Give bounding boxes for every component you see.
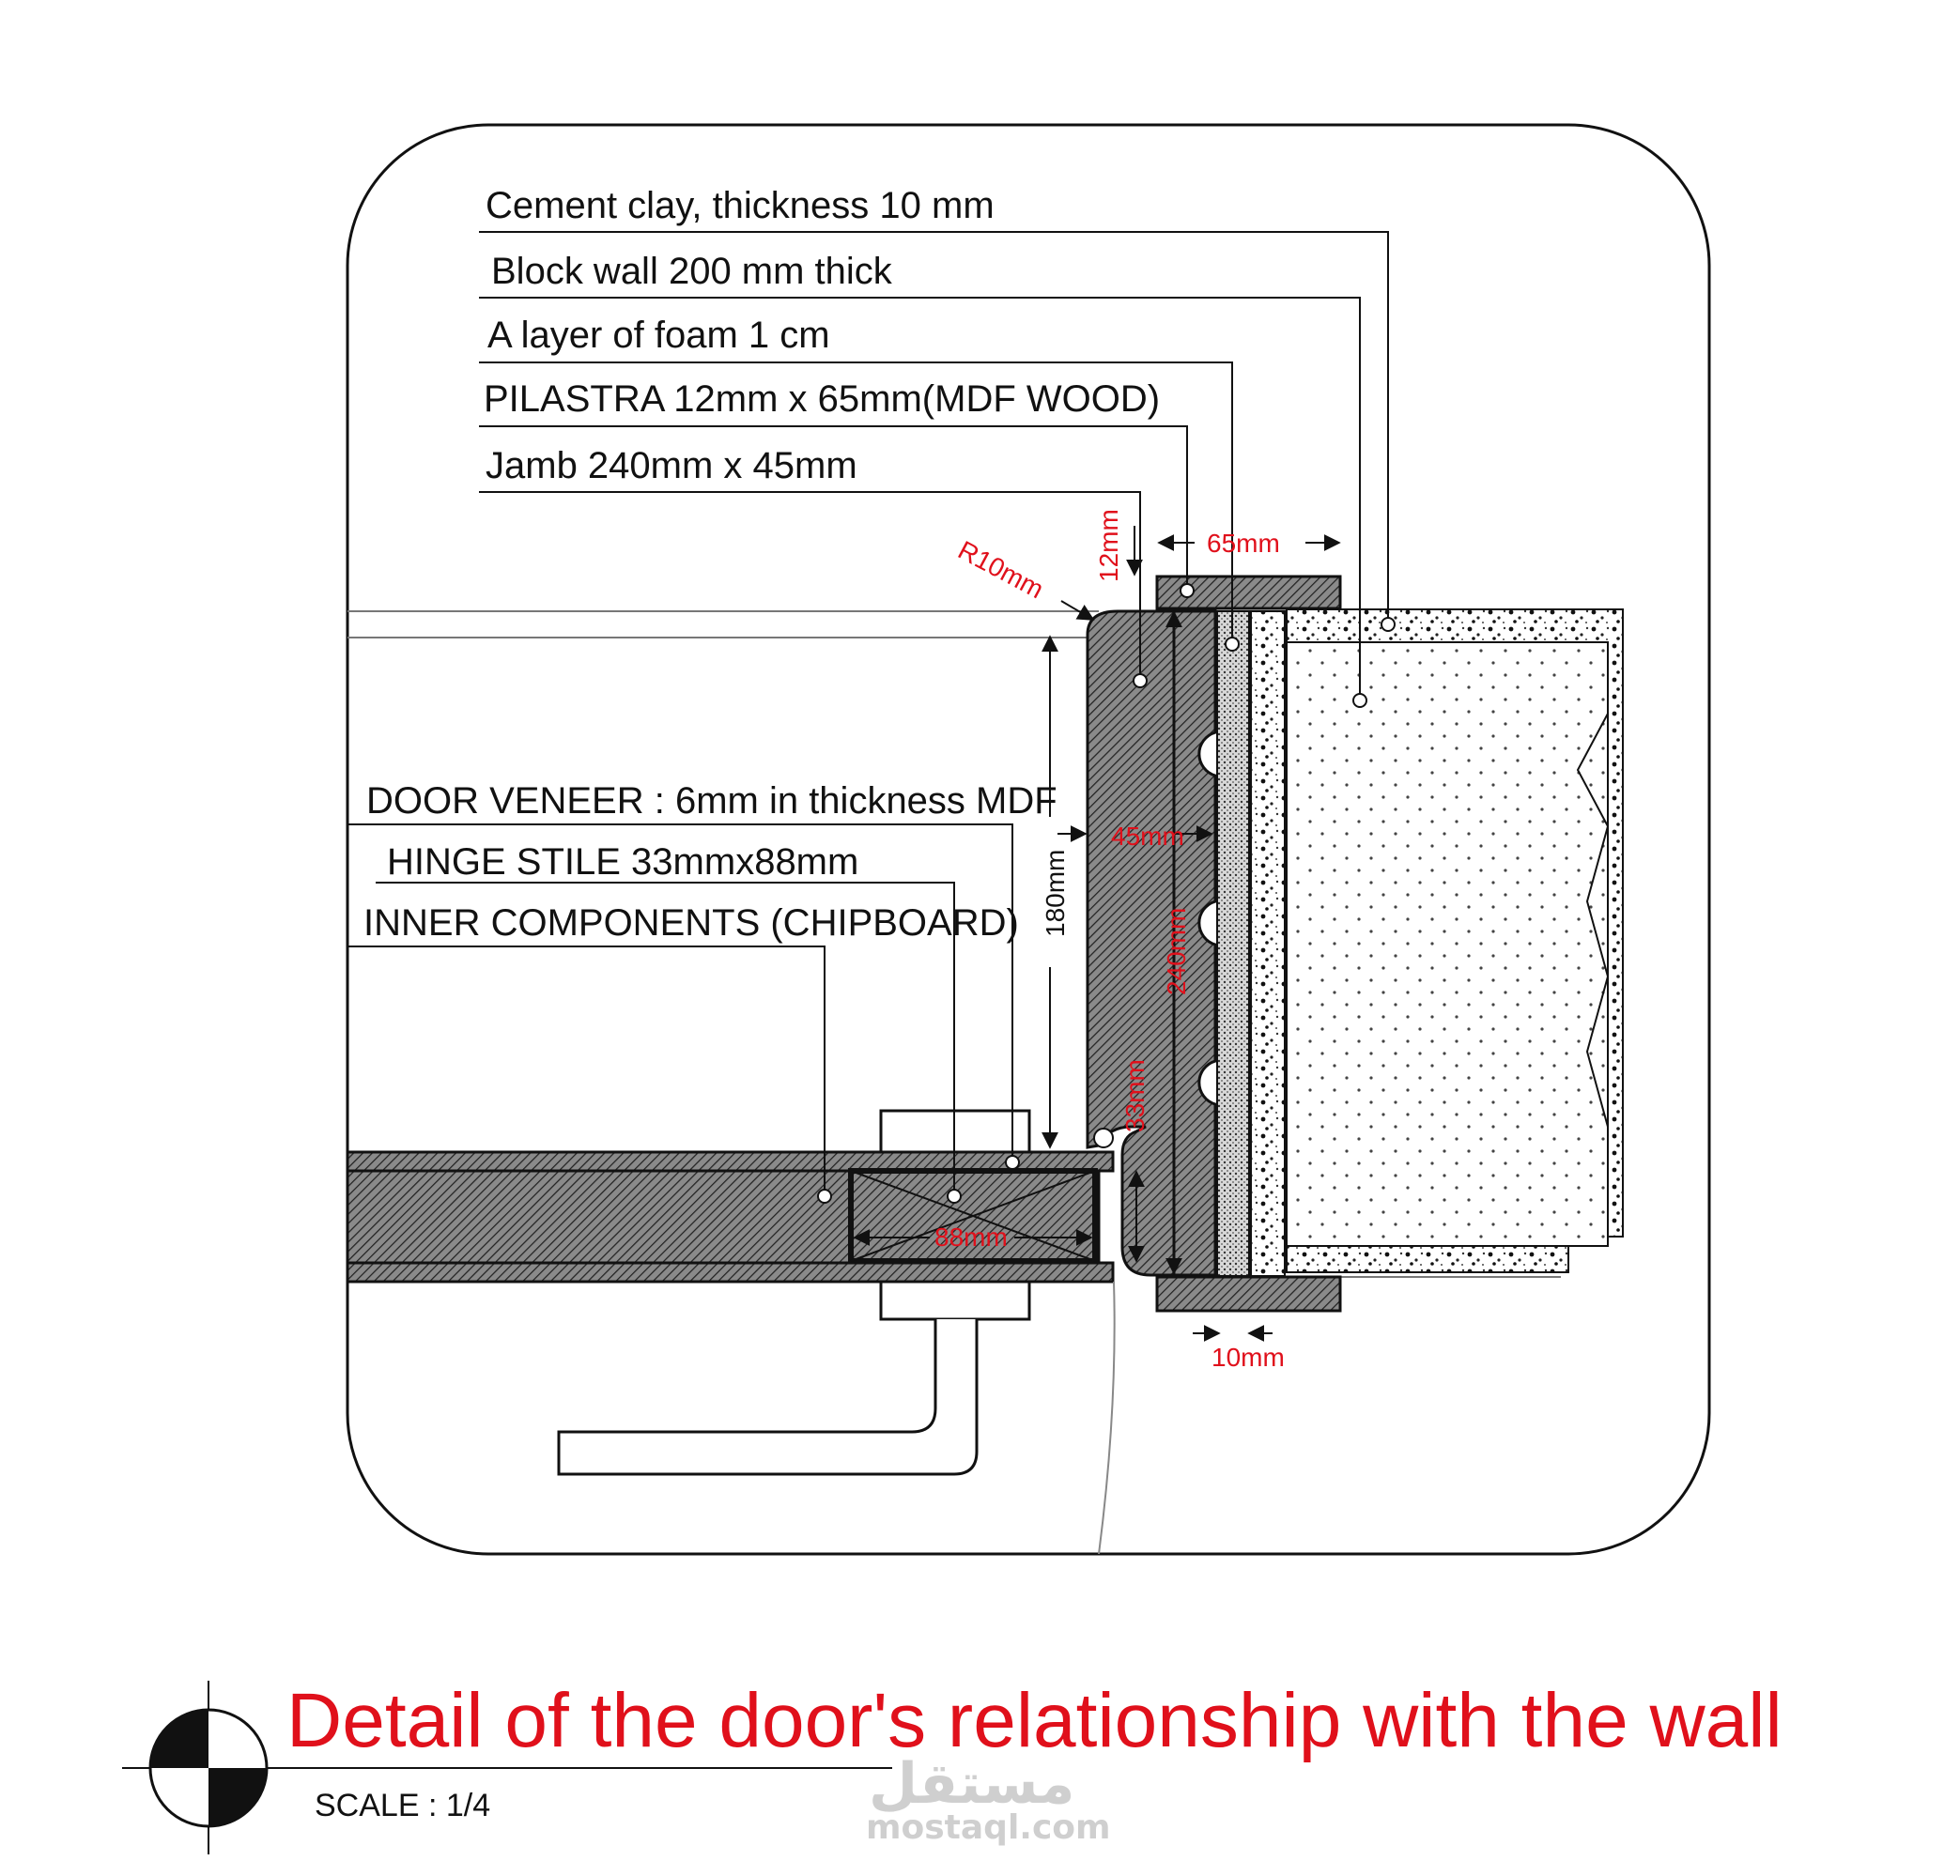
leaders-top — [479, 231, 1396, 708]
hinge-stile-cross-2 — [850, 1170, 1096, 1262]
door-veneer-bottom — [346, 1261, 1115, 1284]
leader-foam-dot — [1225, 637, 1240, 652]
detail-frame — [346, 123, 1711, 1556]
leader-veneer — [347, 823, 1013, 1157]
leader-hinge — [376, 882, 955, 1191]
block-wall-break-line — [1576, 642, 1610, 1246]
cement-clay-bottom — [1286, 1245, 1569, 1273]
leader-inner — [347, 946, 826, 1191]
leaders-door — [347, 823, 1020, 1204]
jamb — [1172, 609, 1217, 1277]
wall-section — [1286, 608, 1624, 1278]
leader-hinge-dot — [947, 1189, 962, 1204]
dim-label-88: 88mm — [934, 1222, 1008, 1252]
foam-layer — [1250, 610, 1286, 1277]
label-jamb: Jamb 240mm x 45mm — [486, 445, 857, 486]
dim-label-10: 10mm — [1211, 1343, 1285, 1372]
label-hinge-stile: HINGE STILE 33mmx88mm — [387, 841, 858, 883]
leader-block-dot — [1352, 693, 1367, 708]
pilastra-bottom — [1155, 1275, 1342, 1313]
handle-lever — [557, 1319, 979, 1476]
drawing-title: Detail of the door's relationship with t… — [286, 1678, 1783, 1763]
dim-label-33: 33mm — [1120, 1059, 1150, 1132]
dim-r10-arrow — [1060, 600, 1095, 621]
watermark-logo-arabic: مستقل — [869, 1751, 1074, 1817]
label-inner-components: INNER COMPONENTS (CHIPBOARD) — [363, 902, 1019, 944]
label-cement-clay: Cement clay, thickness 10 mm — [486, 185, 995, 226]
leader-pilastra — [479, 425, 1188, 585]
leader-pilastra-dot — [1180, 583, 1195, 598]
door-edge-seal — [1093, 1128, 1114, 1148]
dim-label-12: 12mm — [1094, 509, 1123, 582]
pilaster-strip — [1216, 610, 1250, 1277]
label-door-veneer: DOOR VENEER : 6mm in thickness MDF — [366, 780, 1057, 822]
door-stop-profile — [1086, 609, 1176, 1277]
dim-label-65: 65mm — [1207, 529, 1280, 558]
dimension-lines — [853, 526, 1341, 1342]
label-pilastra: PILASTRA 12mm x 65mm(MDF WOOD) — [484, 378, 1160, 420]
title-block: Detail of the door's relationship with t… — [122, 1678, 1783, 1854]
leader-veneer-dot — [1005, 1155, 1020, 1170]
handle-rose-bottom — [879, 1280, 1031, 1321]
dim-label-240: 240mm — [1162, 908, 1191, 995]
door-leaf — [346, 1128, 1115, 1284]
leader-jamb — [479, 491, 1141, 676]
dim-label-r10: R10mm — [953, 535, 1048, 604]
leader-jamb-dot — [1133, 673, 1148, 688]
leader-inner-dot — [817, 1189, 832, 1204]
dim-label-180: 180mm — [1041, 850, 1070, 937]
watermark-url: mostaql.com — [866, 1808, 1111, 1847]
dim-label-45: 45mm — [1111, 822, 1184, 851]
leader-cement-dot — [1381, 617, 1396, 632]
leader-cement — [479, 231, 1389, 622]
label-foam: A layer of foam 1 cm — [487, 315, 830, 356]
block-wall — [1286, 641, 1609, 1247]
door-swing-line — [1098, 1281, 1116, 1555]
scale-label: SCALE : 1/4 — [315, 1788, 490, 1823]
leader-foam — [479, 361, 1233, 638]
section-symbol-quadrant-2 — [208, 1768, 267, 1826]
label-block-wall: Block wall 200 mm thick — [491, 251, 893, 292]
section-symbol-quadrant-1 — [150, 1710, 208, 1768]
leader-block — [479, 297, 1361, 695]
